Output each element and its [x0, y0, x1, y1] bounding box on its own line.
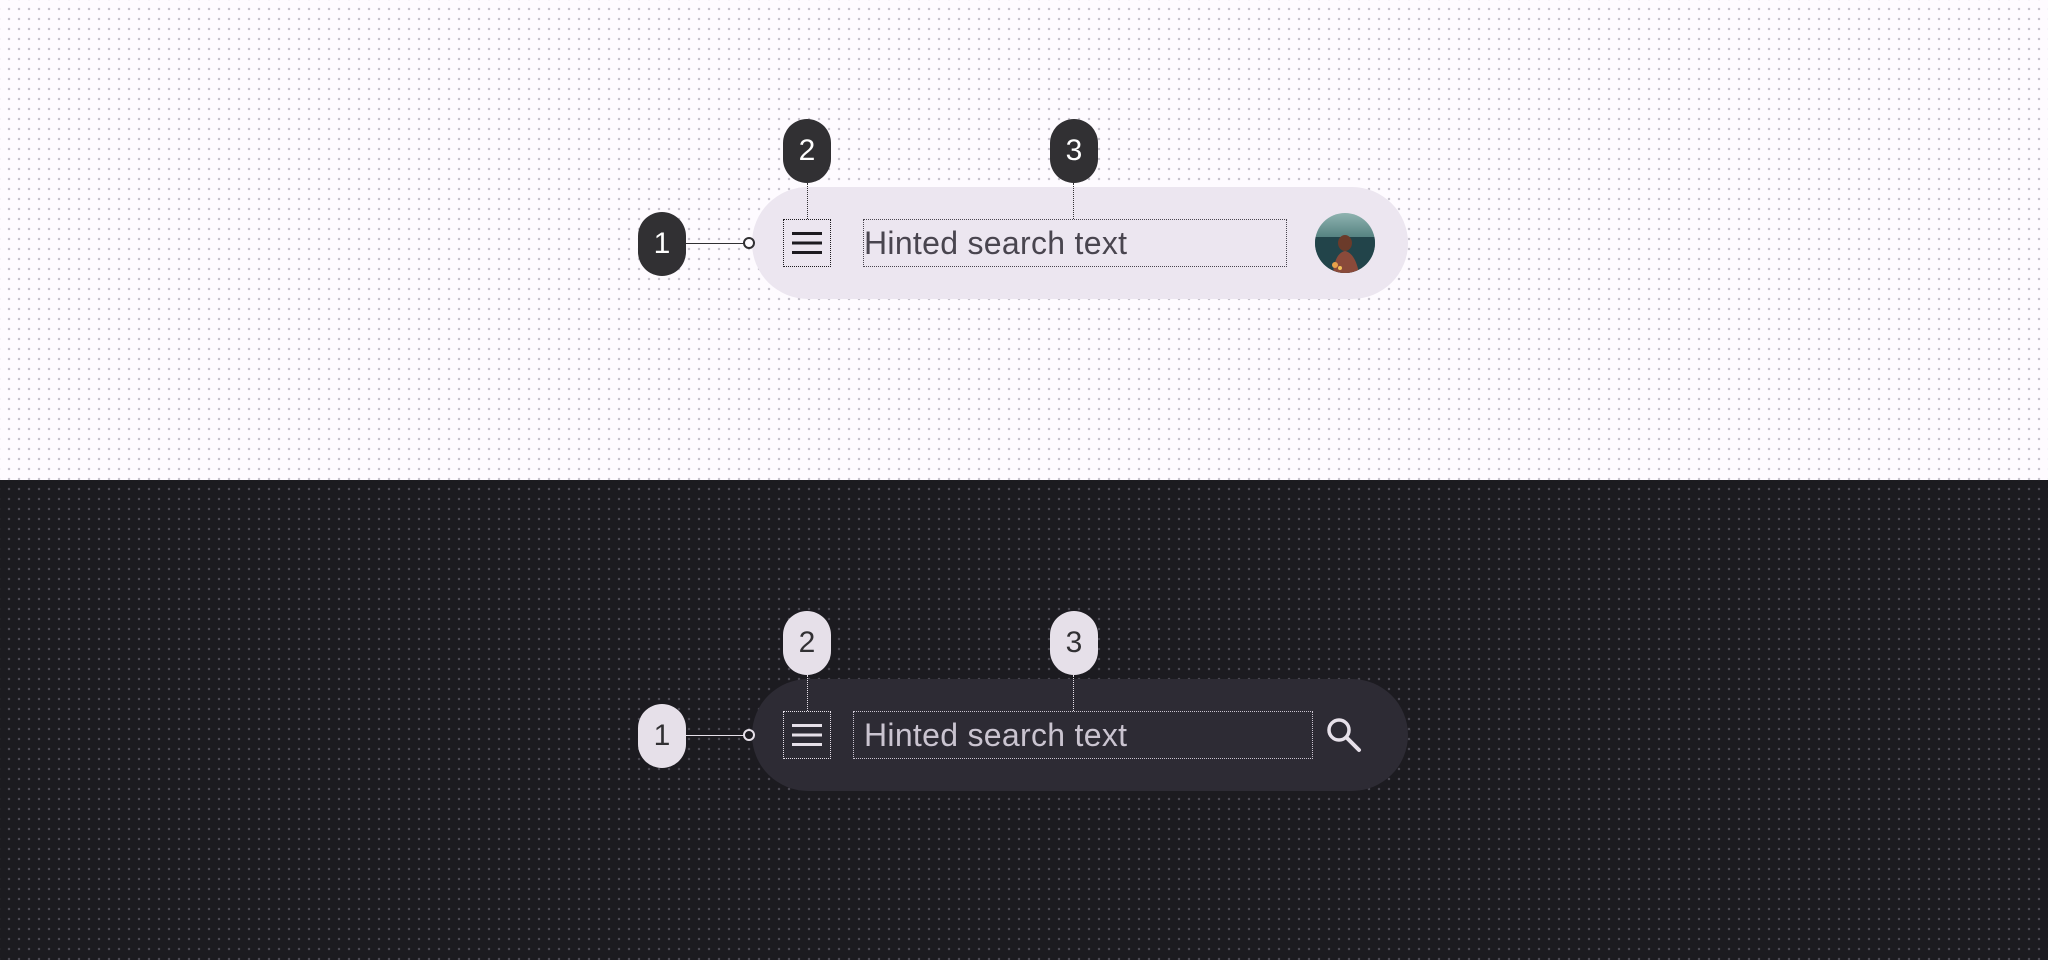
callout-1-anchor: [743, 237, 755, 249]
callout-3-leader-line: [1073, 183, 1074, 219]
search-icon: [1327, 718, 1361, 752]
menu-button[interactable]: [783, 219, 831, 267]
callout-2-leader-line: [807, 675, 808, 711]
callout-badge-2: 2: [783, 119, 831, 183]
callout-3-leader-line: [1073, 675, 1074, 711]
callout-badge-1: 1: [638, 704, 686, 768]
callout-badge-3: 3: [1050, 611, 1098, 675]
search-hint-text[interactable]: Hinted search text: [853, 711, 1313, 759]
search-bar-container[interactable]: Hinted search text: [752, 679, 1408, 791]
callout-badge-2: 2: [783, 611, 831, 675]
menu-icon: [792, 232, 822, 254]
dark-theme-panel: Hinted search text 1 2 3: [0, 480, 2048, 960]
callout-2-leader-line: [807, 183, 808, 219]
menu-icon: [792, 724, 822, 746]
callout-1-leader-line: [686, 735, 745, 736]
search-bar-container[interactable]: Hinted search text: [752, 187, 1408, 299]
search-button[interactable]: [1320, 711, 1368, 759]
callout-1-anchor: [743, 729, 755, 741]
callout-badge-3: 3: [1050, 119, 1098, 183]
avatar[interactable]: [1315, 213, 1375, 273]
menu-button[interactable]: [783, 711, 831, 759]
callout-badge-1: 1: [638, 212, 686, 276]
light-theme-panel: Hinted search text: [0, 0, 2048, 480]
search-hint-text[interactable]: Hinted search text: [863, 219, 1287, 267]
callout-1-leader-line: [686, 243, 745, 244]
avatar-image: [1315, 213, 1375, 273]
